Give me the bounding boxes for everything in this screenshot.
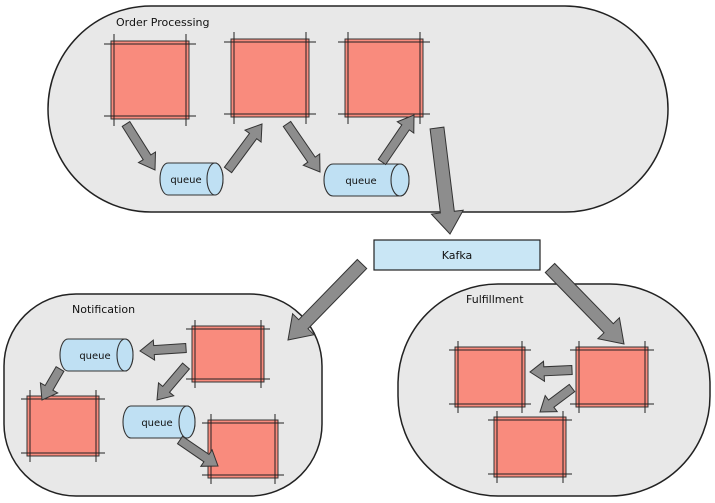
arrow-nqueue1-to-nservice2: [39, 366, 65, 401]
arrow-order-to-kafka: [429, 126, 465, 235]
order-queue-1: queue: [159, 162, 224, 196]
arrow-fservice1-to-fservice3: [539, 383, 576, 413]
kafka-label: Kafka: [442, 249, 473, 262]
flow-arrows: [39, 114, 625, 467]
queue-label: queue: [170, 175, 201, 186]
fulfillment-service-1: [570, 341, 654, 413]
arrow-nservice1-to-nqueue1: [139, 339, 187, 362]
notification-service-3: [202, 414, 284, 484]
arrow-queue1-to-service2: [223, 123, 263, 174]
fulfillment-title: Fulfillment: [466, 293, 524, 306]
arrow-queue2-to-service3: [377, 114, 415, 166]
order-service-1: [104, 34, 196, 126]
notification-queue-2: queue: [122, 405, 196, 439]
arrow-service2-to-queue2: [282, 120, 321, 173]
queue-label: queue: [141, 418, 172, 429]
notification-service-1: [186, 320, 270, 388]
kafka-box: [373, 239, 541, 271]
fulfillment-service-2: [449, 341, 531, 413]
arrow-kafka-to-notification: [287, 258, 368, 341]
order-service-3: [338, 32, 430, 124]
queue-label: queue: [345, 176, 376, 187]
notification-queue-1: queue: [59, 338, 134, 372]
notification-service-2: [21, 390, 105, 462]
fulfillment-service-3: [488, 411, 572, 483]
order-service-2: [224, 32, 316, 124]
notification-title: Notification: [72, 303, 135, 316]
arrow-service1-to-queue1: [121, 120, 157, 171]
arrow-nservice1-to-nqueue2: [156, 362, 191, 401]
arrow-fservice1-to-fservice2: [529, 360, 573, 383]
order-processing-title: Order Processing: [116, 16, 210, 29]
arrow-nqueue2-to-nservice3: [176, 435, 219, 467]
fulfillment-container: [397, 283, 711, 497]
queue-label: queue: [79, 351, 110, 362]
arrow-kafka-to-fulfillment: [544, 262, 625, 345]
order-queue-2: queue: [323, 163, 410, 197]
